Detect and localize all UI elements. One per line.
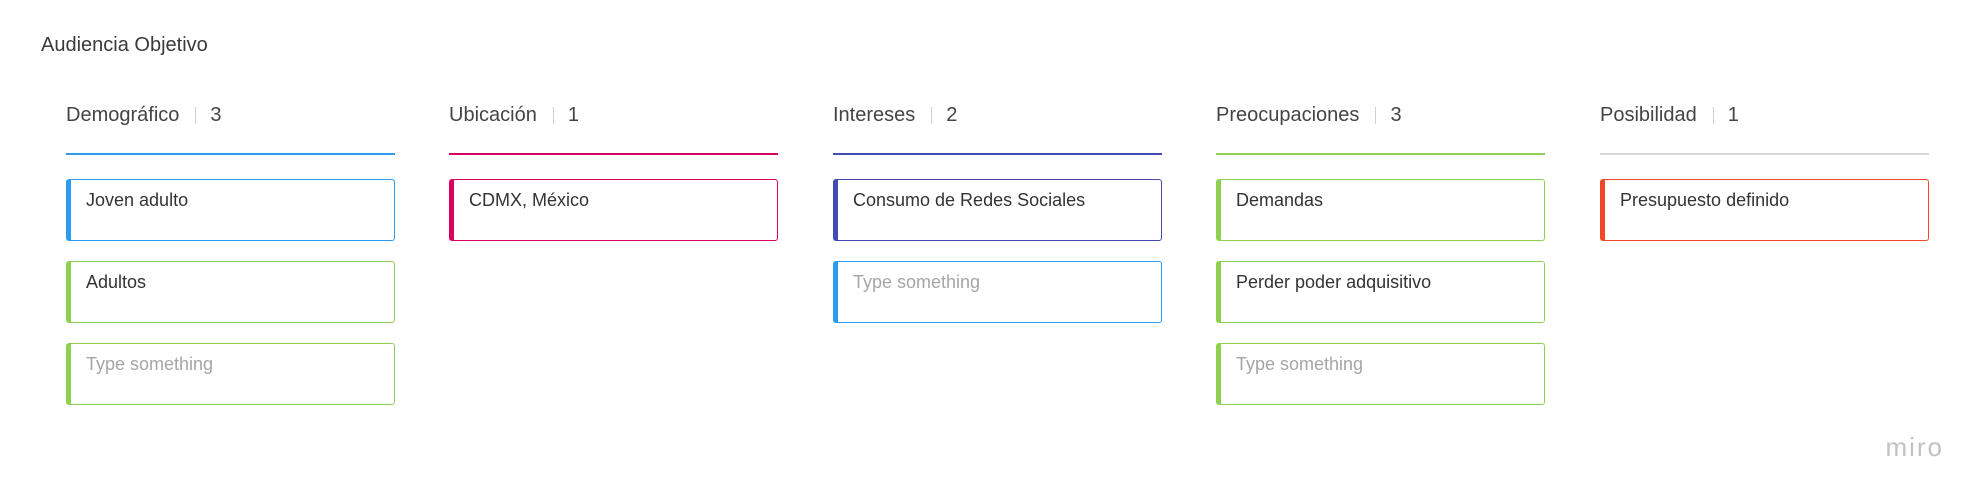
column-color-rule <box>66 153 395 155</box>
column-cards: Presupuesto definido <box>1600 179 1929 241</box>
board-title: Audiencia Objetivo <box>41 34 208 56</box>
column-card-count: 3 <box>210 103 222 126</box>
card[interactable]: Consumo de Redes Sociales <box>833 179 1162 241</box>
column-header-divider <box>1712 106 1714 124</box>
column-header[interactable]: Ubicación 1 <box>449 100 778 130</box>
column-header[interactable]: Intereses 2 <box>833 100 1162 130</box>
column-card-count: 1 <box>567 103 579 126</box>
column-color-rule <box>833 153 1162 155</box>
column-cards: CDMX, México <box>449 179 778 241</box>
column-header-divider <box>931 106 933 124</box>
column-header[interactable]: Preocupaciones 3 <box>1216 100 1545 130</box>
column-card-count: 1 <box>1727 103 1739 126</box>
column-title: Ubicación <box>449 103 537 126</box>
card[interactable]: CDMX, México <box>449 179 778 241</box>
column-card-count: 2 <box>946 103 958 126</box>
column-header-divider <box>1375 106 1377 124</box>
card[interactable]: Joven adulto <box>66 179 395 241</box>
column-title: Intereses <box>833 103 916 126</box>
miro-logo: miro <box>1885 432 1944 462</box>
card-placeholder[interactable]: Type something <box>833 261 1162 323</box>
card[interactable]: Perder poder adquisitivo <box>1216 261 1545 323</box>
card[interactable]: Demandas <box>1216 179 1545 241</box>
card-placeholder[interactable]: Type something <box>1216 343 1545 405</box>
column-title: Demográfico <box>66 103 180 126</box>
card-placeholder[interactable]: Type something <box>66 343 395 405</box>
column-header-divider <box>195 106 197 124</box>
column-color-rule <box>1600 153 1929 155</box>
column-color-rule <box>449 153 778 155</box>
card[interactable]: Adultos <box>66 261 395 323</box>
column-color-rule <box>1216 153 1545 155</box>
card[interactable]: Presupuesto definido <box>1600 179 1929 241</box>
column-header-divider <box>552 106 554 124</box>
column-card-count: 3 <box>1390 103 1402 126</box>
column-header[interactable]: Posibilidad 1 <box>1600 100 1929 130</box>
column-header[interactable]: Demográfico 3 <box>66 100 395 130</box>
column-title: Posibilidad <box>1600 103 1697 126</box>
column-title: Preocupaciones <box>1216 103 1360 126</box>
